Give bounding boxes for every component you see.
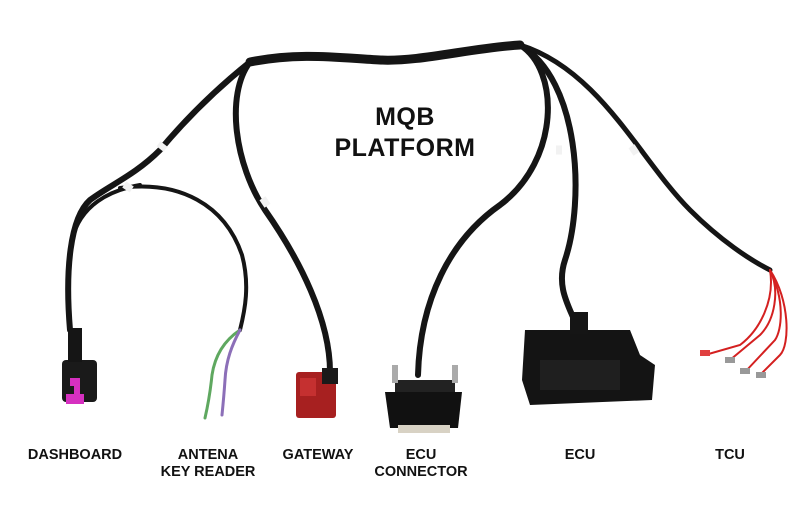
label-ecu-connector: ECU CONNECTOR [366, 447, 476, 480]
label-gateway: GATEWAY [282, 447, 354, 463]
title-line2: PLATFORM [334, 134, 476, 163]
label-antena-line1: ANTENA [177, 447, 239, 463]
platform-title: MQB PLATFORM [300, 102, 510, 165]
ecu-module-connector [522, 312, 655, 405]
label-antena-line2: KEY READER [160, 463, 256, 480]
ecu-connector-plug [385, 365, 462, 433]
label-antena-key-reader: ANTENA KEY READER [148, 447, 268, 480]
label-ecu-connector-line2: CONNECTOR [374, 463, 468, 480]
dashboard-connector [62, 328, 97, 404]
title-line1: MQB [375, 103, 435, 131]
antena-wires [203, 328, 242, 420]
tcu-wires [700, 269, 788, 378]
label-ecu-connector-line1: ECU [405, 447, 437, 463]
label-ecu: ECU [564, 447, 596, 463]
cable-tape-markers [122, 141, 640, 208]
harness-cables [65, 40, 773, 378]
label-dashboard: DASHBOARD [27, 447, 123, 463]
gateway-connector [296, 368, 338, 418]
label-tcu: TCU [715, 447, 745, 463]
